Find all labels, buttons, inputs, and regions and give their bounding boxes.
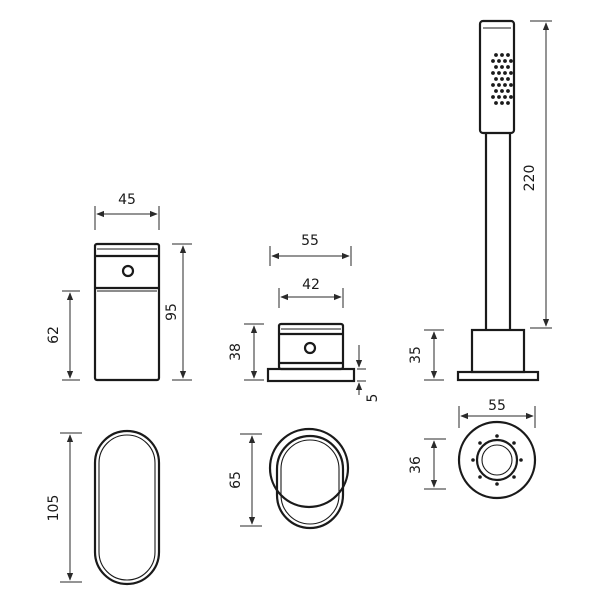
mixer-top-inner [98, 434, 156, 581]
dim-diverter-plate-height: 5 [355, 345, 381, 403]
dim-handshower-height: 220 [522, 20, 552, 329]
diverter-top-view [268, 427, 350, 530]
handshower-top-view [457, 420, 537, 500]
dim-mixer-width: 45 [94, 192, 160, 230]
dim-diverter-height: 38 [228, 323, 264, 381]
dim-label-diverter-inner-width: 42 [302, 277, 320, 293]
diverter-front-view [266, 322, 356, 383]
dim-label-handshower-base-depth: 36 [408, 456, 424, 474]
diverter-plate [266, 367, 356, 383]
handshower-top-outlet [475, 438, 519, 482]
dim-mixer-base-length: 105 [46, 432, 82, 583]
handshower-base-plate [456, 370, 540, 382]
dim-label-handshower-base-height: 35 [408, 346, 424, 364]
mixer-top-view [93, 429, 161, 586]
dim-diverter-base-height: 65 [228, 433, 262, 527]
dim-diverter-inner-width: 42 [278, 277, 344, 308]
dim-handshower-base-depth: 36 [408, 438, 446, 490]
dim-label-mixer-height: 95 [164, 303, 180, 321]
mixer-body [93, 242, 161, 382]
dim-label-diverter-height: 38 [228, 343, 244, 361]
diverter-top-rosette [268, 427, 350, 509]
diverter-body [277, 322, 345, 371]
mixer-top-outer [93, 429, 161, 586]
handshower-top-rosette [457, 420, 537, 500]
diverter-knob [303, 341, 317, 355]
dim-label-diverter-plate-height: 5 [365, 394, 381, 403]
handshower-head [478, 19, 516, 135]
handshower-front-view [456, 19, 540, 382]
diverter-top-handle-inner [280, 439, 340, 525]
dim-diverter-outer-width: 55 [269, 233, 352, 266]
spray-nozzles [491, 53, 513, 105]
handshower-holder [470, 328, 526, 374]
dim-mixer-body-height: 62 [46, 290, 80, 381]
mixer-knob [121, 264, 135, 278]
mixer-front-view [93, 242, 161, 382]
dim-mixer-height: 95 [164, 243, 192, 381]
dim-label-mixer-base-length: 105 [46, 495, 62, 522]
handshower-top-outlet-inner [481, 444, 513, 476]
dim-label-handshower-height: 220 [522, 165, 538, 192]
dim-label-mixer-width: 45 [118, 192, 136, 208]
diverter-top-handle-outer [275, 434, 345, 530]
dim-label-diverter-outer-width: 55 [301, 233, 319, 249]
dim-label-mixer-body-height: 62 [46, 326, 62, 344]
dim-label-handshower-base-width: 55 [488, 398, 506, 414]
dim-handshower-base-height: 35 [408, 329, 444, 381]
dim-label-diverter-base-height: 65 [228, 471, 244, 489]
dim-handshower-base-width: 55 [458, 398, 536, 428]
